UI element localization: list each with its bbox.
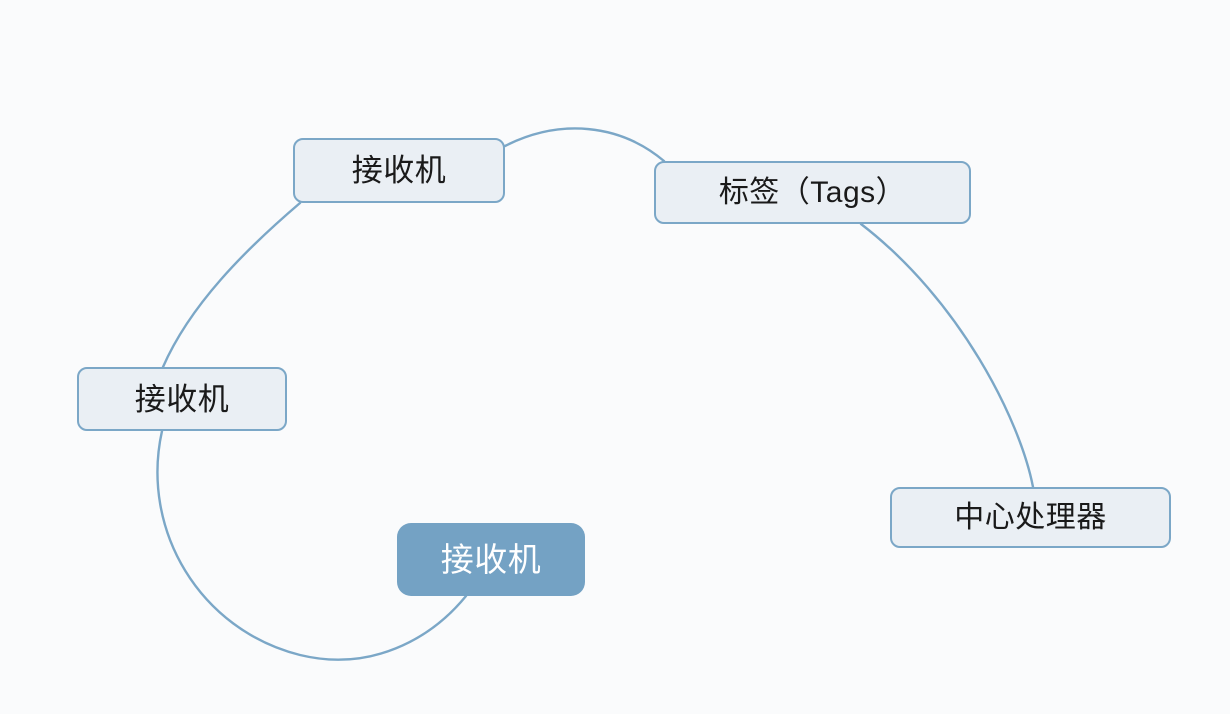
- node-label-receiver-top: 接收机: [351, 153, 447, 188]
- node-receiver-selected[interactable]: 接收机: [397, 523, 585, 596]
- edge-receiver-top-to-tags: [503, 127, 666, 163]
- node-label-tags: 标签（Tags）: [718, 175, 907, 209]
- node-receiver-left[interactable]: 接收机: [77, 367, 287, 431]
- node-label-central-processor: 中心处理器: [954, 500, 1107, 534]
- node-receiver-top[interactable]: 接收机: [293, 138, 505, 203]
- node-label-receiver-selected: 接收机: [440, 541, 542, 578]
- node-label-receiver-left: 接收机: [134, 381, 230, 417]
- edge-tags-to-central-processor: [859, 222, 1035, 489]
- node-tags[interactable]: 标签（Tags）: [654, 161, 971, 224]
- edge-receiver-top-to-receiver-left: [161, 201, 302, 369]
- node-central-processor[interactable]: 中心处理器: [890, 487, 1171, 548]
